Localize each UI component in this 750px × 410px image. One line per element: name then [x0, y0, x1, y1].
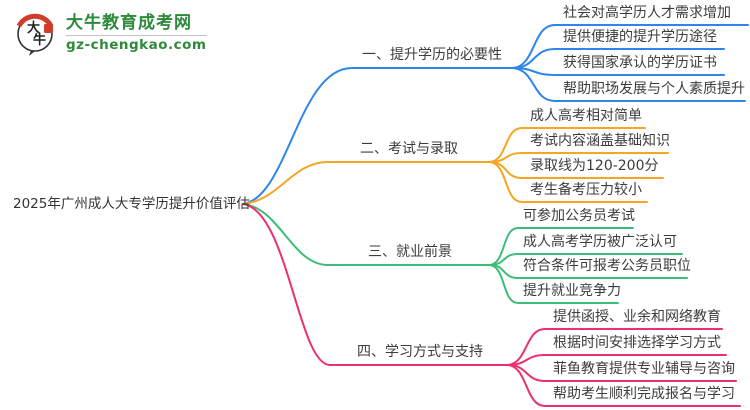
leaf-label: 考生备考压力较小: [530, 182, 642, 198]
leaf-label: 社会对高学历人才需求增加: [563, 5, 731, 21]
leaf-label: 菲鱼教育提供专业辅导与咨询: [553, 361, 735, 377]
leaf-label: 提供函授、业余和网络教育: [553, 309, 721, 325]
logo-text-block: 大牛教育成考网 gz-chengkao.com: [66, 13, 207, 53]
logo-domain: gz-chengkao.com: [66, 37, 207, 53]
branch-2-leaf-1-line: [489, 127, 646, 163]
branch-4-label: 四、学习方式与支持: [357, 344, 483, 360]
logo-title: 大牛教育成考网: [66, 13, 192, 33]
leaf-label: 可参加公务员考试: [523, 208, 635, 224]
branch-1-trunk-line: [242, 67, 514, 205]
branch-2-leaf-4-line: [489, 161, 648, 203]
branch-3-label: 三、就业前景: [368, 244, 452, 260]
svg-text:大: 大: [27, 20, 40, 36]
site-logo: 大 牛 大牛教育成考网 gz-chengkao.com: [12, 10, 207, 56]
branch-3-trunk-line: [242, 203, 491, 266]
leaf-label: 帮助考生顺利完成报名与学习: [553, 386, 735, 402]
logo-divider: [66, 35, 207, 36]
root-node-label: 2025年广州成人大专学历提升价值评估: [13, 196, 250, 212]
leaf-label: 提升就业竞争力: [523, 283, 621, 299]
leaf-label: 录取线为120-200分: [530, 158, 659, 174]
branch-2-trunk-line: [242, 161, 491, 205]
branch-1-leaf-1-line: [512, 24, 749, 69]
leaf-label: 成人高考相对简单: [530, 108, 642, 124]
branch-1-leaf-4-line: [512, 67, 746, 102]
logo-bubble-icon: 大 牛: [16, 13, 54, 56]
leaf-label: 考试内容涵盖基础知识: [530, 133, 670, 149]
branch-1-leaf-3-line: [512, 67, 725, 76]
leaf-label: 符合条件可报考公务员职位: [523, 258, 691, 274]
leaf-label: 提供便捷的提升学历途径: [563, 29, 717, 45]
svg-text:牛: 牛: [33, 32, 46, 48]
leaf-label: 根据时间安排选择学习方式: [553, 335, 721, 351]
branch-2-label: 二、考试与录取: [360, 141, 458, 157]
branch-4-leaf-1-line: [507, 328, 723, 366]
leaf-label: 成人高考学历被广泛认可: [523, 234, 677, 250]
branch-3-leaf-1-line: [489, 227, 634, 266]
branch-4-leaf-4-line: [507, 364, 741, 407]
branch-3-leaf-4-line: [489, 264, 619, 304]
leaf-label: 帮助职场发展与个人素质提升: [563, 81, 745, 97]
branch-1-label: 一、提升学历的必要性: [362, 47, 502, 63]
leaf-label: 获得国家承认的学历证书: [563, 55, 717, 71]
branch-4-trunk-line: [242, 203, 509, 366]
